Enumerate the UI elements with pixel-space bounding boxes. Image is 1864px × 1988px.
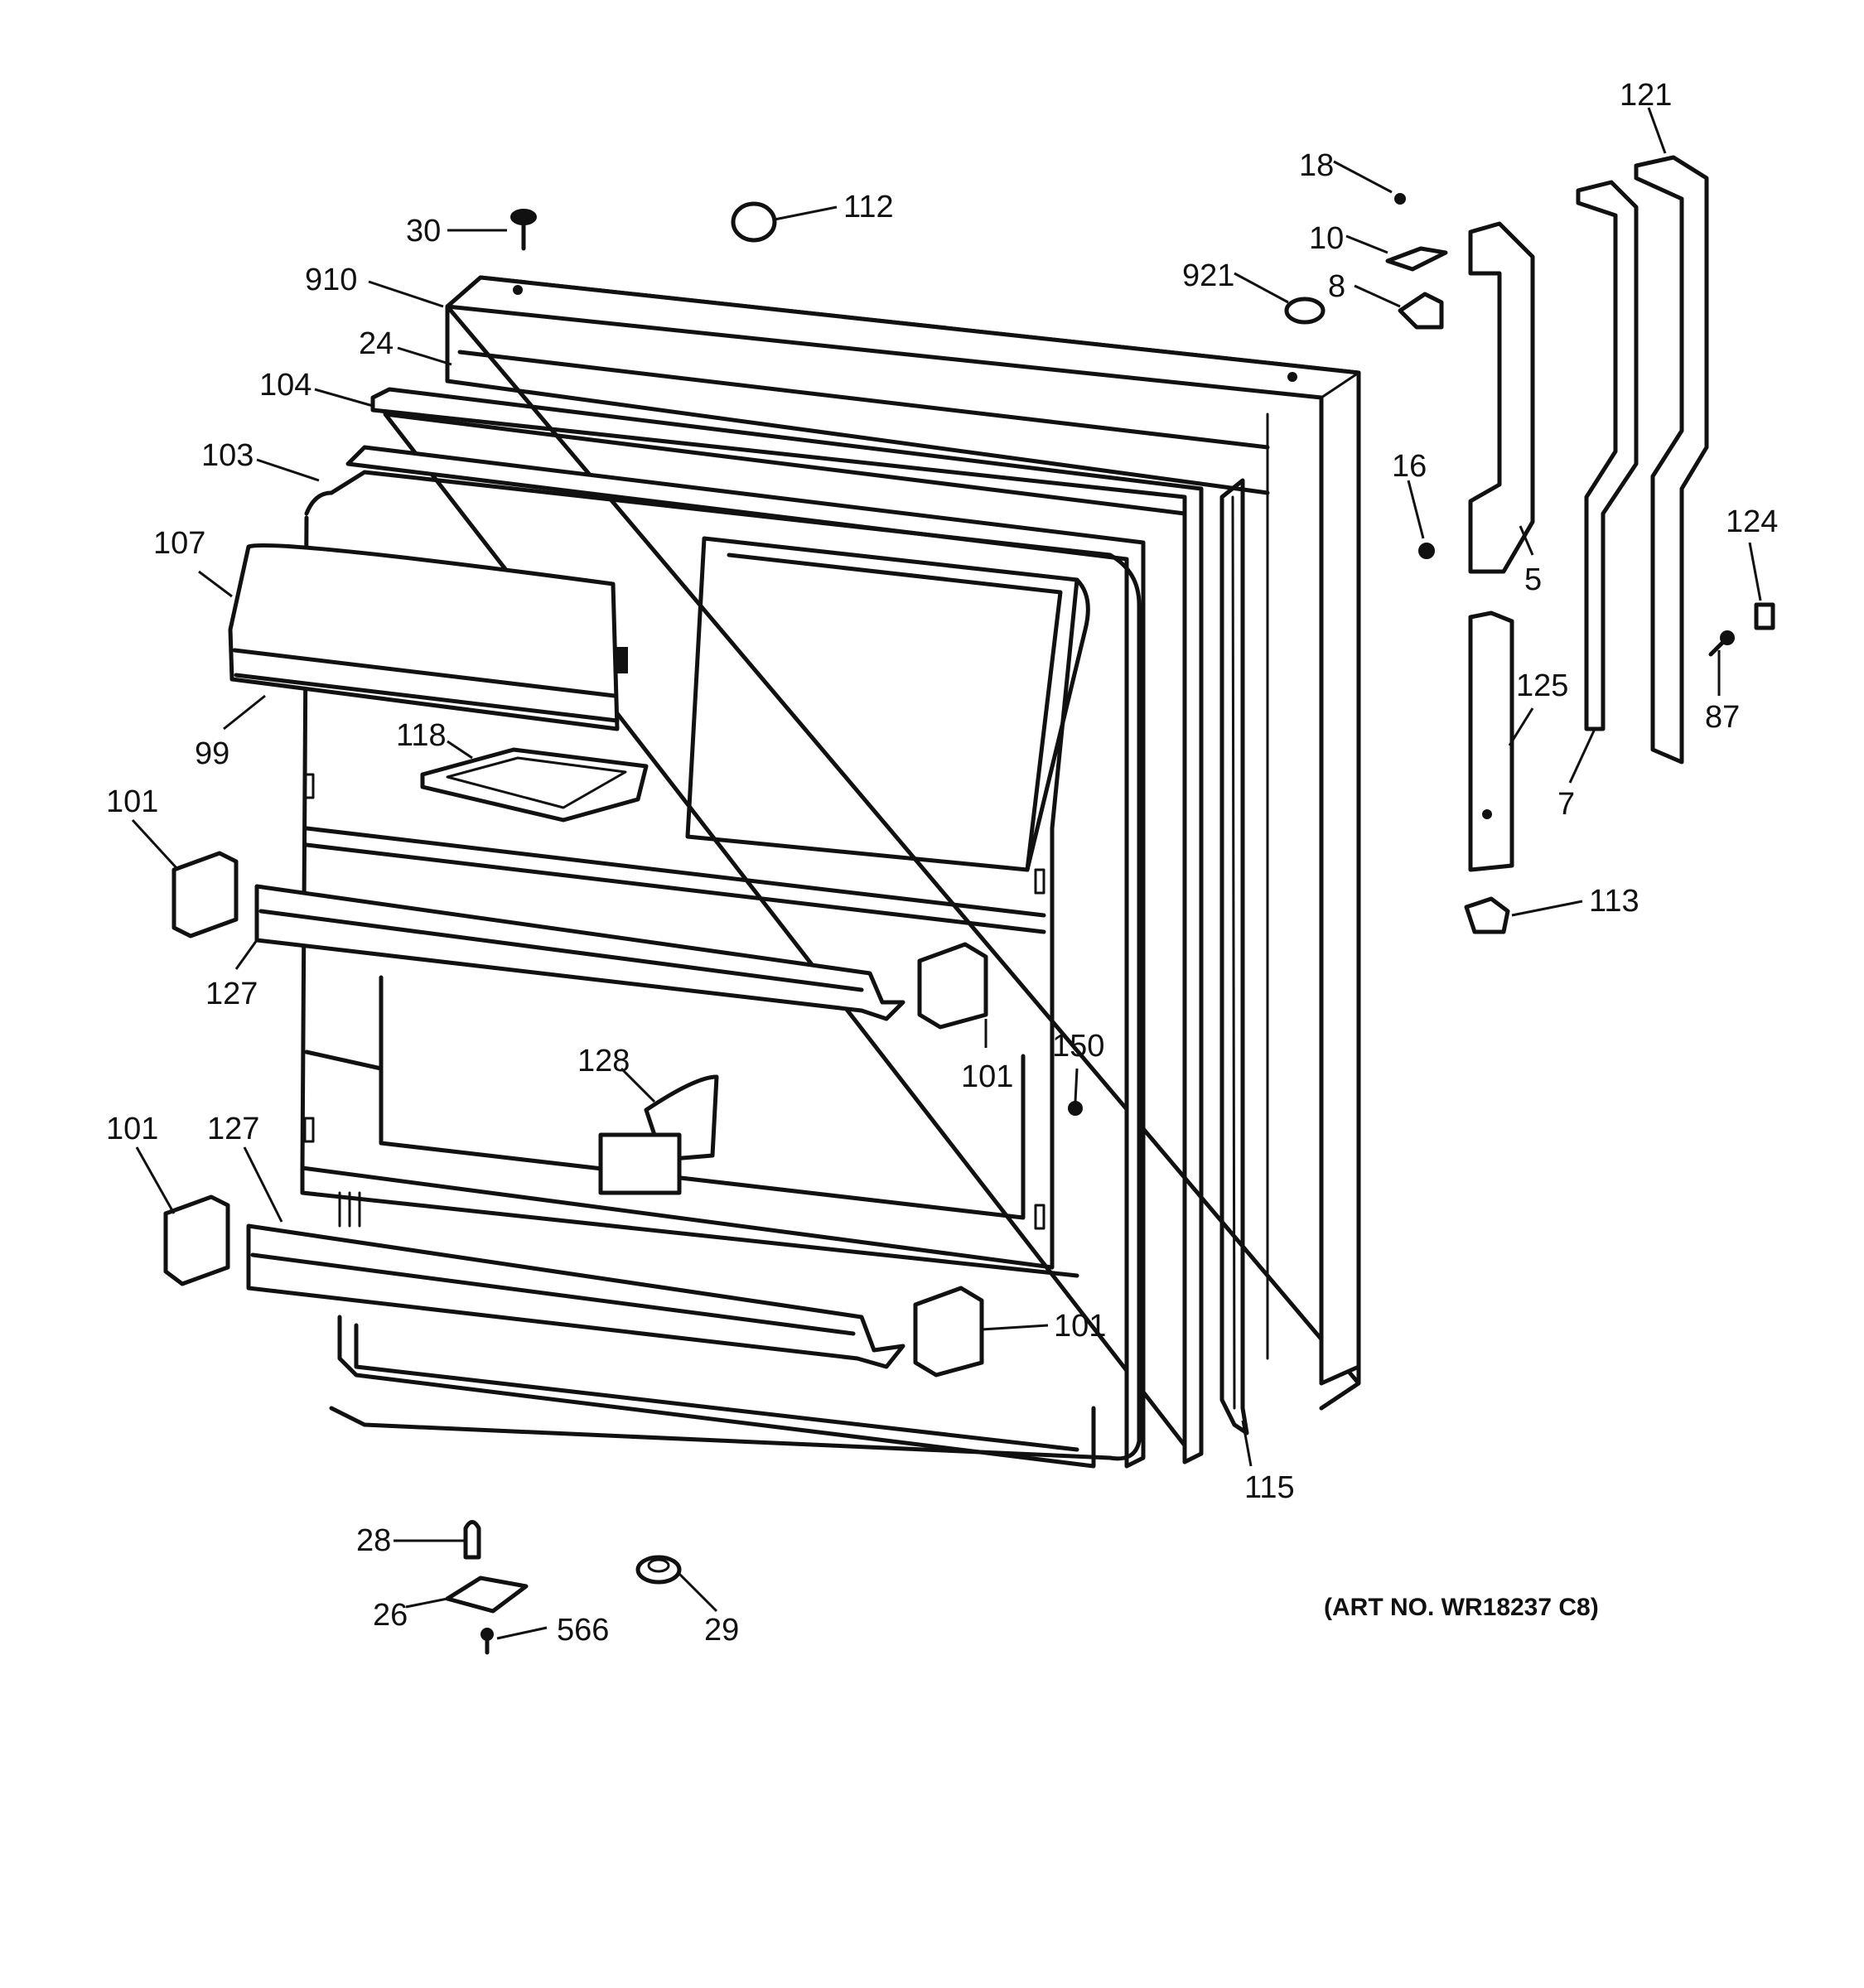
screw-150 [1068, 1101, 1083, 1116]
callout-24: 24 [359, 326, 394, 361]
shelf-support-right-upper [917, 942, 988, 1030]
callout-18: 18 [1299, 148, 1334, 183]
screw-87 [1708, 630, 1735, 657]
pin-28 [463, 1520, 481, 1560]
shelf-rail-upper [254, 884, 905, 1021]
gasket-strip [1219, 478, 1249, 1436]
callout-10: 10 [1309, 221, 1344, 256]
hinge-plate-10 [1385, 246, 1448, 272]
callout-101-right-lower: 101 [1054, 1309, 1106, 1344]
plug-112 [731, 201, 777, 243]
plug-921 [1284, 297, 1326, 325]
shelf-support-left-upper [171, 851, 239, 939]
callout-150: 150 [1052, 1029, 1104, 1064]
dairy-tray [420, 747, 649, 823]
callout-101-left-upper: 101 [106, 784, 158, 819]
callout-118: 118 [396, 718, 447, 753]
callout-910: 910 [305, 263, 357, 297]
callout-566: 566 [557, 1613, 609, 1648]
mount-125 [1468, 610, 1514, 872]
callout-labels: 30 112 910 24 104 103 107 99 118 101 127… [106, 78, 1778, 1648]
screw-30 [510, 209, 537, 251]
callout-112: 112 [843, 190, 894, 224]
screw-18 [1394, 193, 1406, 205]
callout-8: 8 [1328, 269, 1345, 304]
callout-125: 125 [1516, 668, 1568, 703]
callout-7: 7 [1557, 787, 1575, 822]
callout-124: 124 [1726, 504, 1778, 539]
callout-107: 107 [153, 526, 205, 561]
callout-101-left-lower: 101 [106, 1112, 158, 1146]
spacer-113 [1464, 896, 1510, 934]
dairy-door [228, 543, 628, 731]
handle-trim-7 [1576, 180, 1639, 731]
callout-104: 104 [259, 368, 311, 403]
shelf-support-right-lower [913, 1286, 984, 1378]
clip-124 [1754, 602, 1775, 630]
callout-99: 99 [195, 736, 229, 771]
bracket [598, 1074, 719, 1195]
door-liner [300, 445, 1146, 1469]
screw-16 [1418, 543, 1435, 559]
callout-921: 921 [1182, 258, 1234, 293]
callout-30: 30 [406, 214, 441, 248]
screw-566 [480, 1628, 494, 1655]
callout-127-lower: 127 [207, 1112, 259, 1146]
grommet-29 [635, 1555, 682, 1585]
callout-16: 16 [1392, 449, 1427, 484]
cap-8 [1398, 292, 1444, 330]
callout-28: 28 [356, 1523, 391, 1558]
callout-127-upper: 127 [205, 977, 258, 1011]
callout-29: 29 [704, 1613, 739, 1648]
shelf-support-left-lower [163, 1194, 230, 1286]
shelf-rail-lower [246, 1223, 905, 1369]
callout-121: 121 [1620, 78, 1672, 113]
callout-26: 26 [373, 1598, 408, 1633]
leader-lines [131, 107, 1762, 1640]
callout-5: 5 [1524, 562, 1542, 597]
door-gasket [370, 387, 1204, 1464]
handle-5 [1468, 221, 1535, 574]
plate-26 [445, 1575, 529, 1614]
callout-113: 113 [1589, 884, 1639, 919]
callout-87: 87 [1705, 700, 1740, 735]
callout-128: 128 [577, 1044, 630, 1078]
handle-121 [1634, 155, 1709, 765]
art-number: (ART NO. WR18237 C8) [1324, 1594, 1599, 1621]
callout-103: 103 [201, 438, 254, 473]
callout-115: 115 [1244, 1470, 1295, 1505]
callout-101-right-upper: 101 [961, 1059, 1013, 1094]
